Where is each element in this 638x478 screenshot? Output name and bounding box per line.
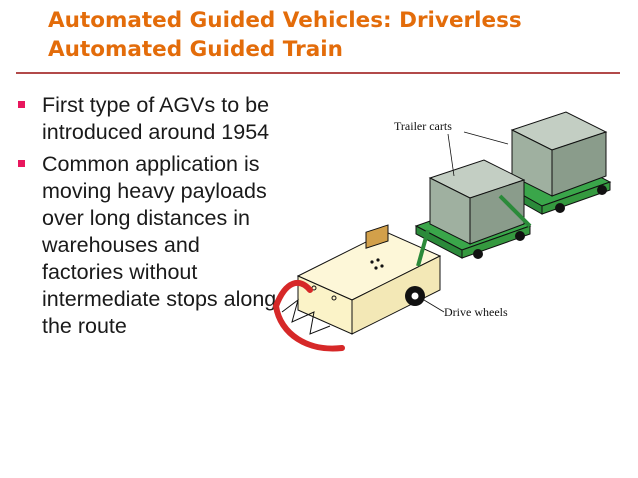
bullet-text: First type of AGVs to be introduced arou…	[42, 93, 270, 144]
slide-title-line1: Automated Guided Vehicles: Driverless	[48, 8, 522, 33]
tow-vehicle	[273, 224, 442, 352]
bullet-text: Common application is moving heavy paylo…	[42, 152, 277, 338]
bullet-item: First type of AGVs to be introduced arou…	[16, 92, 278, 146]
trailer-cart-front	[414, 159, 532, 259]
bullet-list: First type of AGVs to be introduced arou…	[16, 92, 278, 345]
slide-title-line2: Automated Guided Train	[48, 37, 343, 62]
slide-title: Automated Guided Vehicles: Driverless Au…	[48, 6, 608, 64]
title-divider	[16, 72, 620, 74]
control-panel	[365, 224, 389, 249]
front-bumper	[273, 279, 345, 352]
trailer-carts-label: Trailer carts	[394, 119, 452, 133]
drive-wheels-label: Drive wheels	[444, 305, 508, 319]
bullet-item: Common application is moving heavy paylo…	[16, 151, 278, 340]
drive-wheels-leader	[423, 299, 445, 313]
trailer-carts-leader	[463, 131, 509, 145]
bullet-marker	[18, 101, 25, 108]
bullet-marker	[18, 160, 25, 167]
agv-train-illustration: Trailer carts Drive wheels	[273, 111, 612, 352]
